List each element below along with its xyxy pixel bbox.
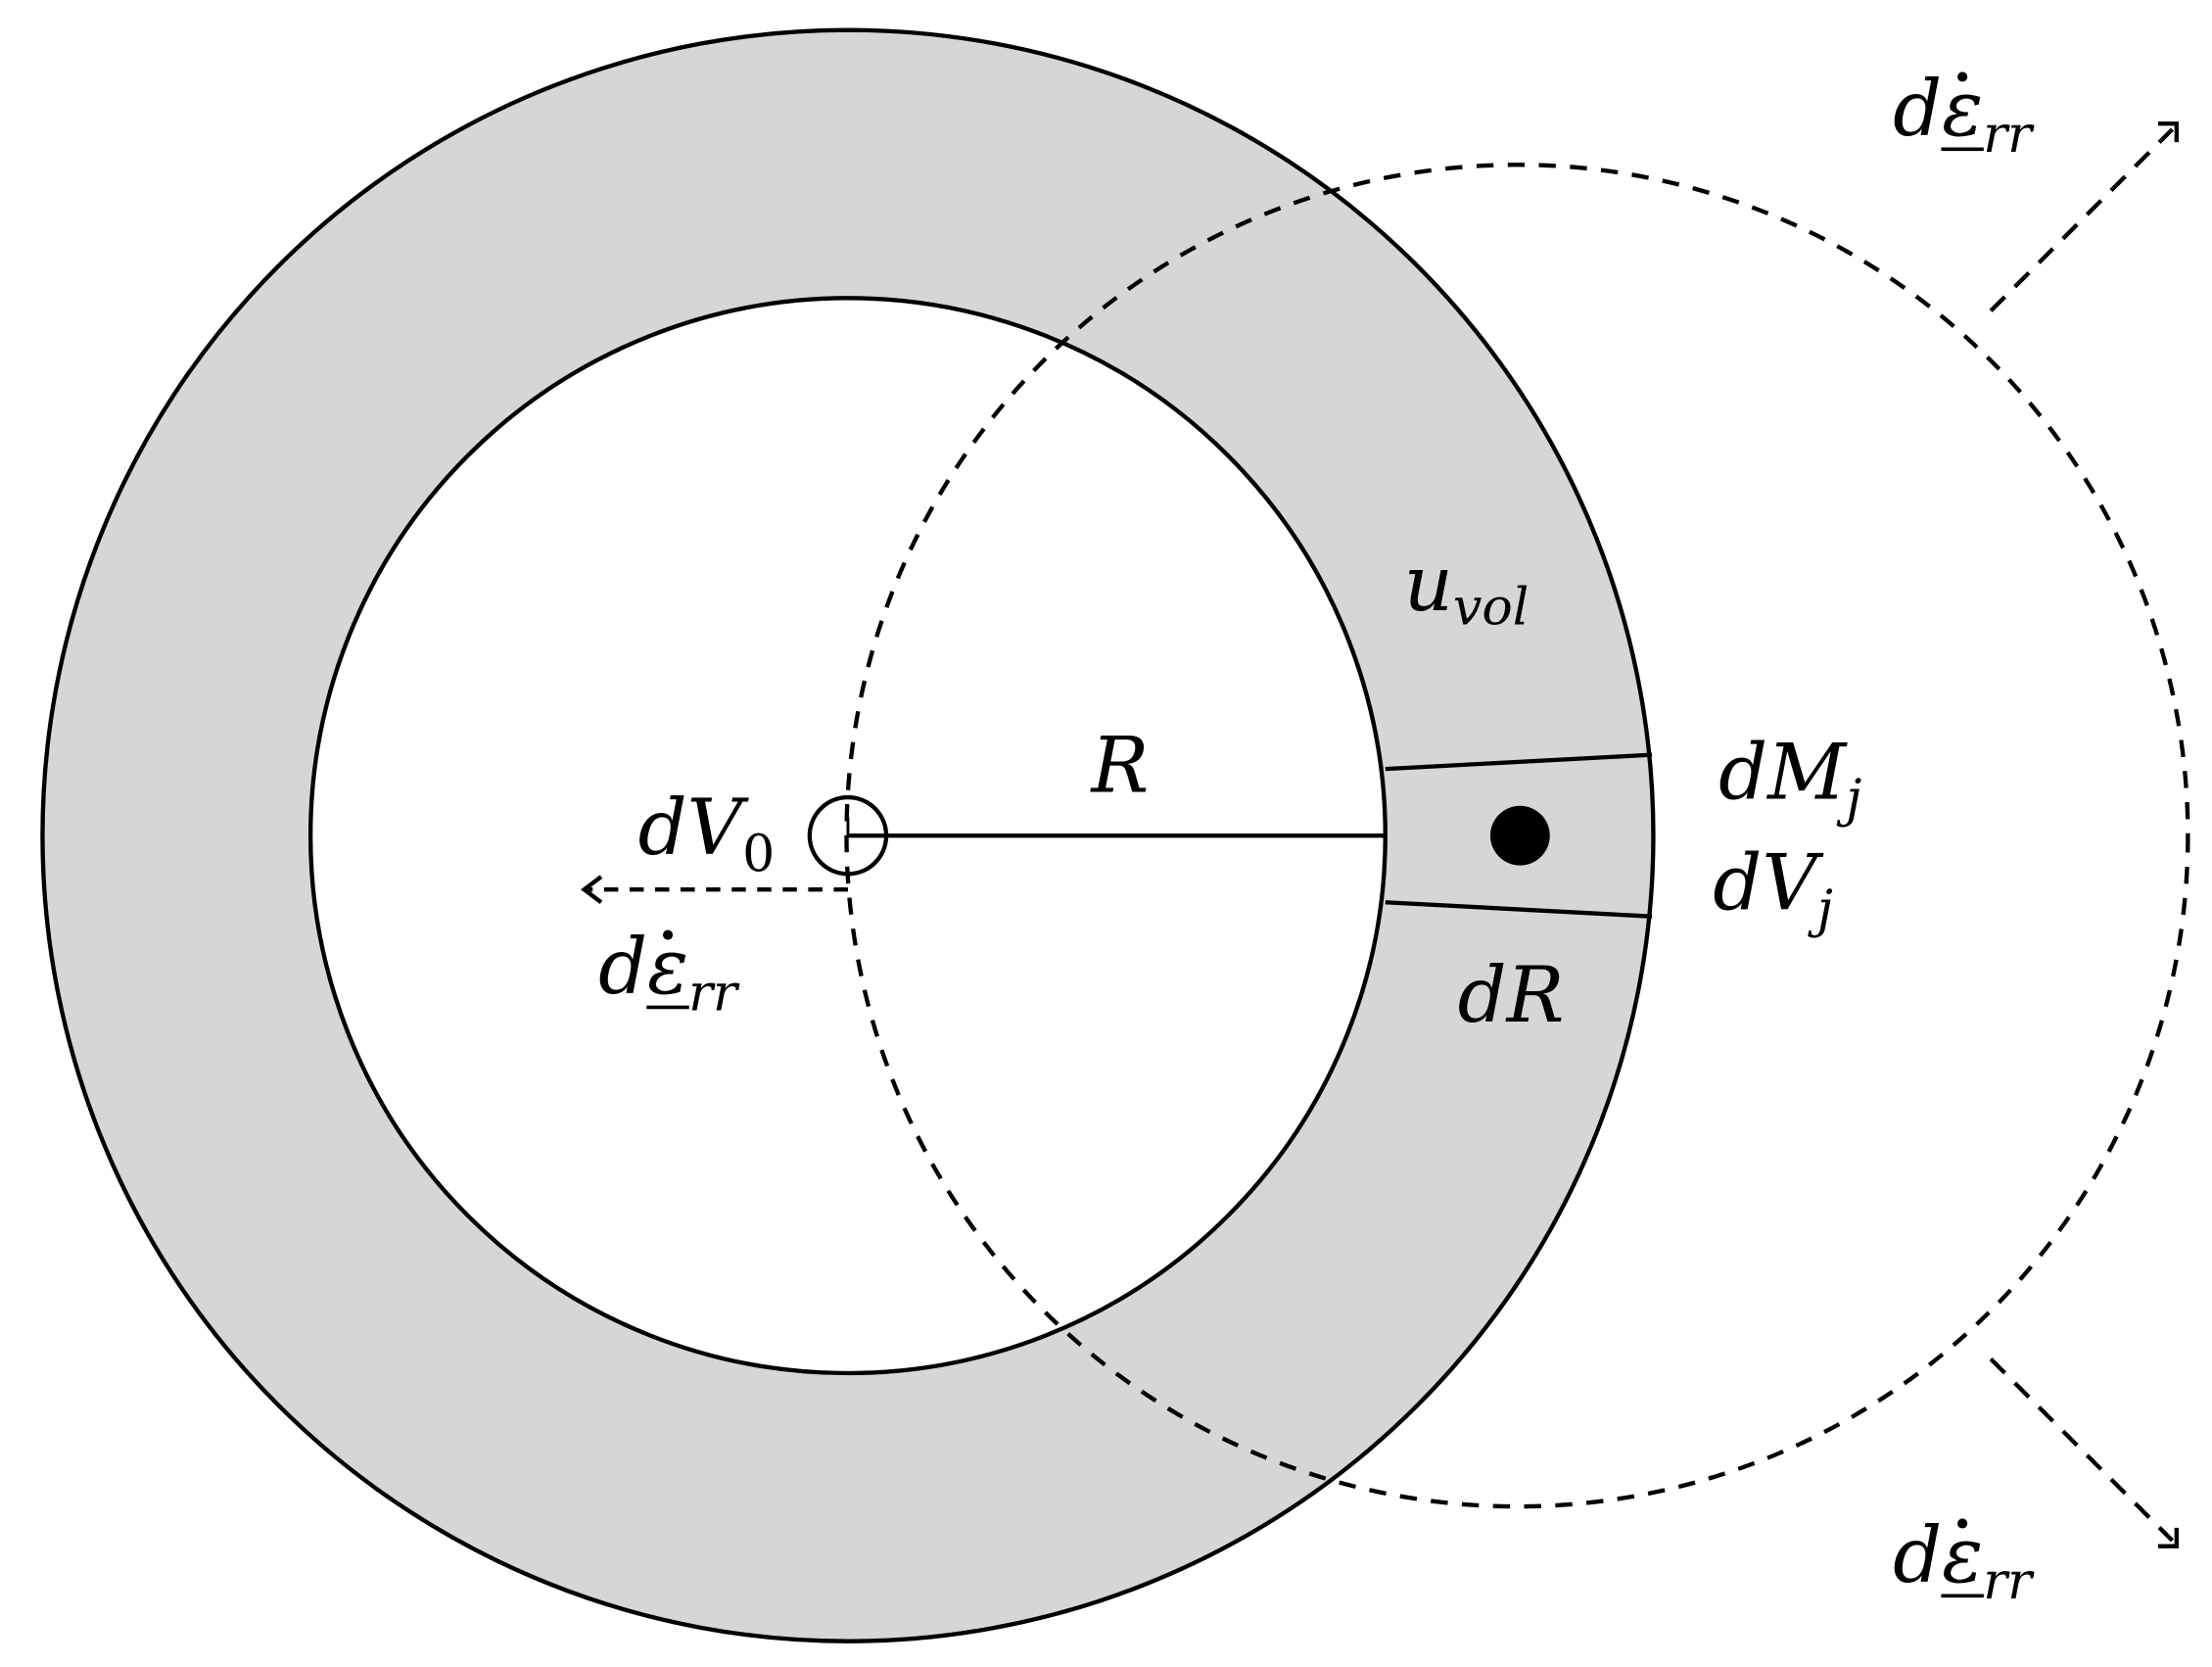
volume-element-label: dVj — [1713, 838, 1833, 938]
svg-text:dεrr: dεrr — [1893, 1511, 2035, 1611]
shell-thickness-label: dR — [1458, 951, 1565, 1040]
strain-rate-label-left: dεrr — [598, 923, 740, 1023]
mass-element-upper-edge — [1385, 752, 1653, 772]
svg-text:dεrr: dεrr — [1893, 65, 2035, 165]
origin-volume-circle — [807, 794, 889, 877]
origin-corner-mark — [846, 817, 864, 837]
svg-text:dεrr: dεrr — [598, 923, 740, 1023]
point-mass-dot — [1489, 805, 1550, 866]
left-strain-arrow — [580, 875, 848, 904]
mass-element-lower-edge — [1385, 900, 1653, 919]
mass-element-label: dMj — [1718, 729, 1861, 829]
radius-label: R — [1090, 721, 1150, 810]
lower-right-strain-arrow — [1989, 1357, 2179, 1548]
strain-rate-label-top: dεrr — [1893, 65, 2035, 165]
origin-volume-label: dV0 — [638, 784, 776, 883]
energy-density-label: uvol — [1404, 540, 1530, 637]
upper-right-strain-arrow — [1989, 121, 2179, 312]
strain-rate-label-bottom: dεrr — [1893, 1511, 2035, 1611]
